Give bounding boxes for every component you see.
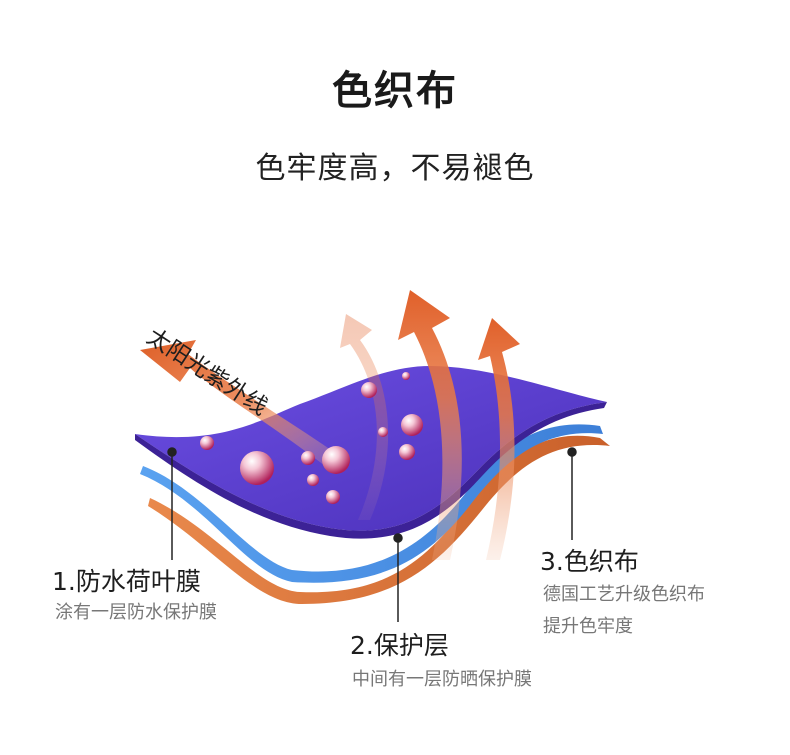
heat-arrow-right-icon [478,318,520,560]
leader-dot-1 [167,447,177,457]
water-droplet-icon [200,436,214,450]
layer-2-title: 2.保护层 [350,631,449,660]
page-title: 色织布 [332,68,458,114]
water-droplet-icon [326,490,340,504]
water-droplet-icon [401,414,423,436]
top-waterproof-layer [135,366,607,531]
leader-dot-2 [393,533,403,543]
water-droplet-icon [378,427,388,437]
reflect-arrow-icon [340,314,389,520]
leader-dot-3 [567,447,577,457]
water-droplet-icon [361,382,377,398]
layer-2-desc: 中间有一层防晒保护膜 [352,669,532,690]
water-droplet-icon [307,474,319,486]
water-droplets [200,372,423,504]
water-droplet-icon [322,446,350,474]
page-subtitle: 色牢度高，不易褪色 [255,151,535,186]
layer-3-title: 3.色织布 [540,547,639,576]
water-droplet-icon [402,372,410,380]
layer-3-desc-1: 德国工艺升级色织布 [543,584,705,605]
layer-1-desc: 涂有一层防水保护膜 [55,602,217,623]
layer-1-title: 1.防水荷叶膜 [52,567,201,596]
layer-3-desc-2: 提升色牢度 [543,616,633,637]
heat-arrow-center-icon [398,290,462,560]
top-layer-edge [135,402,607,539]
bottom-fabric-layer [148,435,610,604]
water-droplet-icon [301,451,315,465]
water-droplet-icon [399,444,415,460]
uv-arrow-left-icon [140,340,340,470]
water-droplet-icon [240,451,274,485]
